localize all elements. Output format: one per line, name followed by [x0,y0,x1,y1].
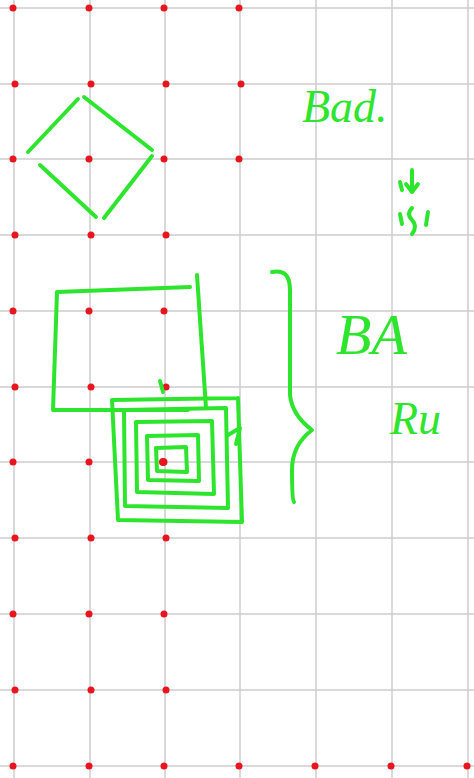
grid-dot [10,611,17,618]
grid-line [0,461,474,463]
grid-dot [88,81,95,88]
grid-dot [88,384,95,391]
grid-dot [10,459,17,466]
handwritten-label: Bad. [302,84,388,130]
sketch-square [124,408,228,508]
grid-dot [12,535,19,542]
grid-line [391,0,393,778]
grid-dot [236,5,243,12]
grid-dot [161,611,168,618]
grid-dot [10,5,17,12]
scribble [400,170,428,234]
grid-line [467,0,469,778]
grid-dot [86,763,93,770]
handwritten-label: BA [336,306,407,364]
grid-dot [12,232,19,239]
grid-line [0,613,474,615]
handwritten-label: Ru [390,396,441,442]
grid-dot [86,308,93,315]
grid-line [239,0,241,778]
center-dot [159,458,167,466]
grid-line [0,689,474,691]
grid-dot [236,156,243,163]
sketch-diamond [28,97,152,218]
grid-line [0,83,474,85]
grid-dot [86,611,93,618]
grid-dot [312,763,319,770]
grid-dot [388,763,395,770]
grid-dot [161,5,168,12]
sketch-square [112,398,242,522]
grid-dot [10,156,17,163]
grid-dot [88,687,95,694]
sketch-square [136,421,214,494]
grid-dot [464,763,471,770]
grid-dot [10,308,17,315]
grid-dot [88,232,95,239]
grid-dot [12,687,19,694]
grid-dots [10,5,471,770]
grid-dot [10,763,17,770]
grid-dot [163,535,170,542]
curly-brace [272,271,312,502]
grid-dot [161,763,168,770]
grid-dot [12,384,19,391]
sketch-square [156,447,187,472]
grid-dot [86,5,93,12]
sketch-rectangle [53,275,206,410]
grid-dot [12,81,19,88]
grid-dot [163,81,170,88]
grid-dot [163,232,170,239]
grid-dot [161,156,168,163]
grid-dot [238,81,245,88]
grid-line [0,234,474,236]
grid-dot [161,308,168,315]
grid-dot [88,535,95,542]
grid-dot [236,763,243,770]
grid-dot [86,156,93,163]
grid-dot [86,459,93,466]
grid-line [0,386,474,388]
grid-line [0,537,474,539]
sketch-square [147,435,199,481]
grid-dot [163,687,170,694]
sketch-mark [228,428,240,444]
